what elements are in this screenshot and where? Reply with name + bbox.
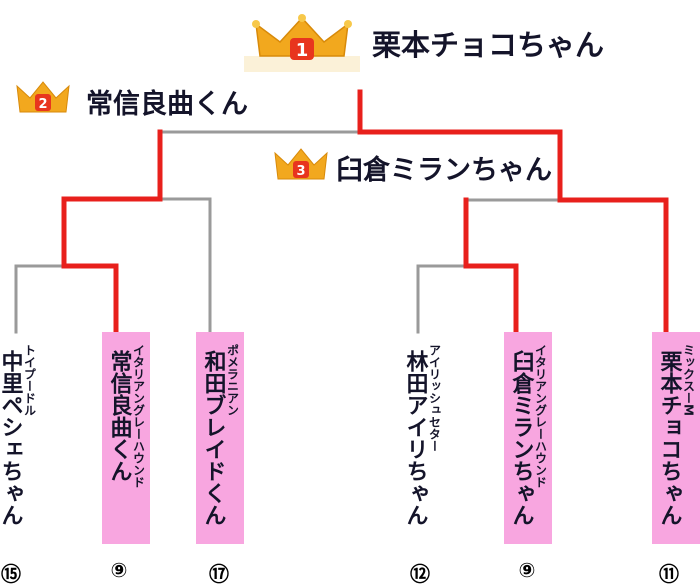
entry-number-1: ⑮ bbox=[1, 562, 21, 586]
entrant-breed: イタリアングレーハウンド bbox=[533, 344, 548, 488]
entrant-name: 臼倉ミランちゃん bbox=[508, 350, 534, 526]
entrant-breed: ポメラニアン bbox=[225, 344, 240, 416]
entrant-6: ミックスーM 栗本チョコちゃん bbox=[652, 332, 700, 544]
entry-number-2: ⑨ bbox=[110, 558, 128, 582]
entrant-breed: ミックスーM bbox=[681, 344, 696, 416]
entry-number-5: ⑨ bbox=[518, 558, 536, 582]
entry-number-6: ⑪ bbox=[659, 562, 679, 586]
entrant-breed: トイプードル bbox=[22, 344, 37, 416]
entrant-name: 和田ブレイドくん bbox=[200, 350, 226, 526]
crown-second-icon: 2 bbox=[14, 80, 72, 120]
crown-second-rank: 2 bbox=[38, 97, 47, 112]
entrant-breed: イタリアングレーハウンド bbox=[131, 344, 146, 488]
winning-lines bbox=[61, 89, 669, 335]
crown-third-icon: 3 bbox=[272, 147, 330, 187]
entrant-2: イタリアングレーハウンド 常信良曲くん bbox=[102, 332, 150, 544]
first-place-name: 栗本チョコちゃん bbox=[372, 28, 605, 62]
second-place-name: 常信良曲くん bbox=[86, 89, 248, 120]
entrant-name: 中里ペシェちゃん bbox=[0, 350, 23, 526]
entrant-name: 常信良曲くん bbox=[106, 350, 132, 482]
entry-number-4: ⑫ bbox=[410, 562, 430, 586]
crown-first-icon: 1 bbox=[244, 12, 360, 76]
crown-first-rank: 1 bbox=[296, 40, 309, 61]
entrant-1: トイプードル 中里ペシェちゃん bbox=[0, 332, 37, 544]
entrant-4: アイリッシュセター 林田アイリちゃん bbox=[402, 332, 442, 544]
entrant-name: 栗本チョコちゃん bbox=[656, 350, 682, 526]
crown-third-rank: 3 bbox=[296, 164, 305, 179]
entrant-5: イタリアングレーハウンド 臼倉ミランちゃん bbox=[504, 332, 552, 544]
entrant-name: 林田アイリちゃん bbox=[402, 350, 428, 526]
entrant-breed: アイリッシュセター bbox=[427, 344, 442, 452]
entry-number-3: ⑰ bbox=[209, 562, 229, 586]
losing-lines bbox=[14, 130, 562, 334]
third-place-name: 臼倉ミランちゃん bbox=[336, 155, 552, 186]
entrant-3: ポメラニアン 和田ブレイドくん bbox=[196, 332, 244, 544]
